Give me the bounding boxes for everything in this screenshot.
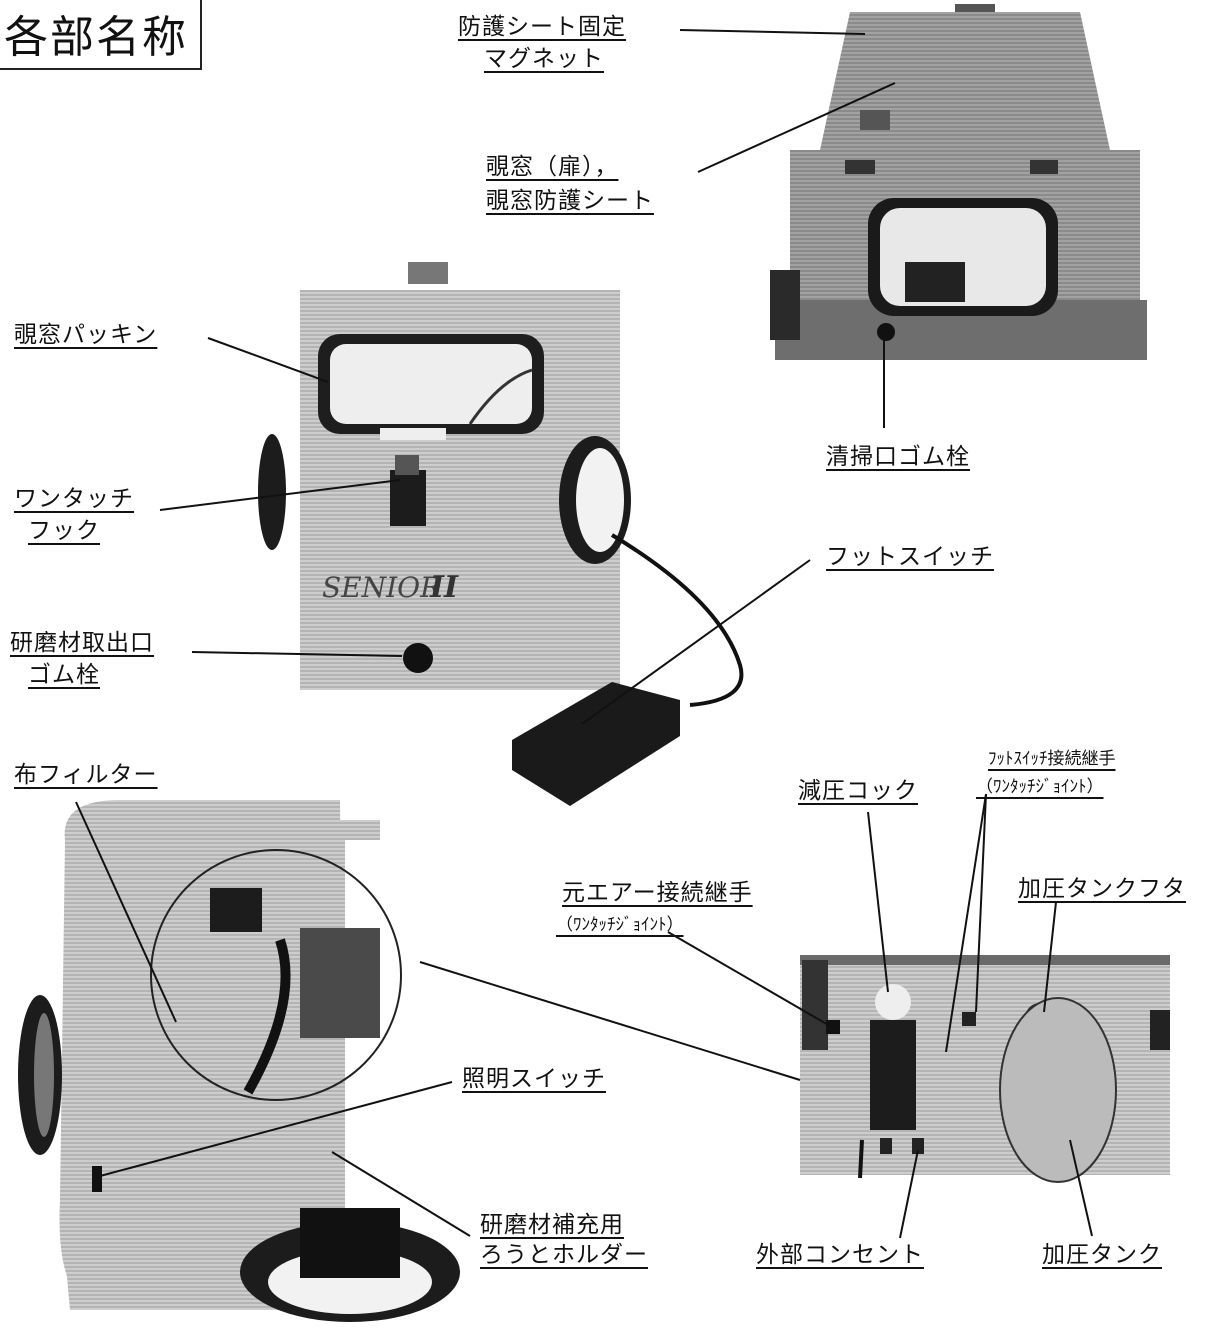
label-foot-switch: フットスイッチ (826, 544, 994, 570)
label-window-packing: 覗窓パッキン (14, 322, 158, 348)
label-cloth-filter: 布フィルター (14, 762, 158, 788)
cabinet-rear-photo (770, 4, 1147, 360)
label-outlet: 外部コンセント (756, 1242, 924, 1268)
leader-sheet-magnet (679, 29, 866, 35)
svg-text:SENIOR: SENIOR (322, 571, 441, 604)
label-funnel-holder-line1: 研磨材補充用 (480, 1212, 624, 1238)
label-reducing-cock: 減圧コック (798, 778, 918, 804)
label-one-touch-hook-line2: フック (28, 518, 100, 544)
label-funnel-holder-line2: ろうとホルダー (480, 1242, 648, 1268)
leader-window-door (697, 82, 896, 173)
leader-abrasive-outlet (191, 651, 403, 657)
label-light-switch: 照明スイッチ (462, 1066, 606, 1092)
leader-outlet (899, 1149, 919, 1239)
leader-funnel-holder (331, 1151, 471, 1237)
cabinet-side-photo (18, 800, 460, 1322)
label-tank-lid: 加圧タンクフタ (1018, 876, 1186, 902)
leader-air-joint (667, 931, 831, 1027)
leader-cloth-filter (75, 801, 177, 1023)
label-one-touch-hook-line1: ワンタッチ (14, 486, 134, 512)
label-footswitch-joint-line2: （ﾜﾝﾀｯﾁｼﾞｮｲﾝﾄ） (976, 777, 1104, 797)
page-title: 各部名称 (0, 0, 202, 70)
leader-light-switch (99, 1081, 453, 1177)
label-pressure-tank: 加圧タンク (1042, 1242, 1162, 1268)
leader-pressure-tank (1069, 1139, 1093, 1237)
label-air-joint-line1: 元エアー接続継手 (562, 880, 753, 906)
label-abrasive-outlet-line2: ゴム栓 (28, 662, 100, 688)
cabinet-front-photo: SENIOR II (258, 262, 744, 806)
leader-zoom (419, 961, 801, 1081)
label-abrasive-outlet-line1: 研磨材取出口 (10, 630, 154, 656)
leader-one-touch-hook (159, 479, 401, 511)
svg-text:II: II (429, 570, 459, 605)
label-window-door-line2: 覗窓防護シート (486, 188, 654, 214)
leader-window-packing (207, 337, 329, 383)
label-sheet-magnet-line1: 防護シート固定 (458, 14, 626, 40)
back-panel-photo (800, 955, 1170, 1183)
leader-reducing-cock (867, 811, 889, 993)
leader-foot-switch (581, 559, 811, 725)
leader-lines (75, 29, 1093, 1239)
label-sheet-magnet-line2: マグネット (484, 46, 604, 72)
label-air-joint-line2: （ﾜﾝﾀｯﾁｼﾞｮｲﾝﾄ） (556, 915, 684, 935)
leader-tank-lid (1043, 901, 1057, 1013)
label-cleaning-plug: 清掃口ゴム栓 (826, 444, 970, 470)
label-window-door-line1: 覗窓（扉）， (486, 154, 619, 180)
label-footswitch-joint-line1: ﾌｯﾄｽｲｯﾁ接続継手 (988, 749, 1116, 769)
leader-footswitch-joint-a (945, 793, 987, 1053)
leader-footswitch-joint-b (975, 793, 987, 1013)
